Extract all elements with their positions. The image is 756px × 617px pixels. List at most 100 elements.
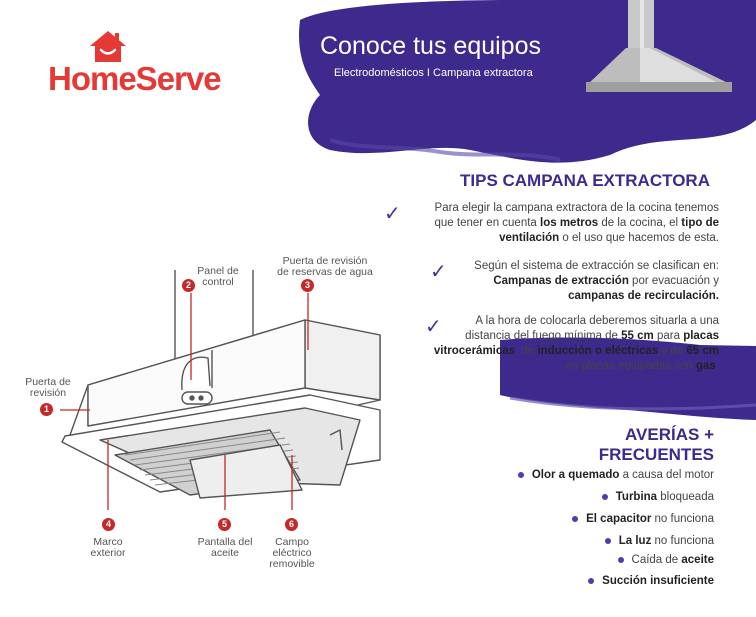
averia-item: El capacitor no funciona: [572, 513, 714, 525]
hood-diagram: [60, 270, 381, 510]
emphasis-text: gas: [695, 360, 716, 372]
body-text: a causa del motor: [619, 469, 714, 481]
label-line: control: [202, 276, 234, 288]
tip-line: A la hora de colocarla deberemos situarl…: [425, 314, 719, 329]
emphasis-text: vitrocerámicas: [433, 345, 516, 357]
label-line: removible: [269, 558, 315, 570]
label-puerta-reservas: Puerta de revisión de reservas de agua: [270, 256, 380, 278]
label-line: Panel de: [197, 265, 239, 277]
body-text: distancia del fuego mínima de: [465, 330, 622, 342]
emphasis-text: inducción o eléctricas: [537, 345, 659, 357]
label-line: de reservas de agua: [277, 266, 373, 278]
page-subtitle: Electrodomésticos I Campana extractora: [334, 67, 533, 79]
callout-6: 6: [285, 518, 298, 531]
bullet-icon: [572, 515, 579, 522]
averia-item: Caída de aceite: [617, 554, 714, 566]
tips-title: TIPS CAMPANA EXTRACTORA: [460, 171, 710, 190]
body-text: por evacuación y: [628, 275, 719, 287]
body-text: en placas equipadas con: [565, 360, 696, 372]
label-panel-control: Panel de control: [188, 266, 248, 288]
check-icon: ✓: [384, 203, 401, 225]
label-puerta-revision: Puerta de revisión: [18, 377, 78, 399]
page-title: Conoce tus equipos: [320, 32, 541, 60]
bullet-icon: [601, 493, 608, 500]
emphasis-text: los metros: [540, 217, 599, 229]
emphasis-text: placas: [683, 330, 719, 342]
averias-title-line1: AVERÍAS +: [625, 425, 714, 444]
body-text: o el uso que hacemos de esta.: [559, 232, 719, 244]
label-line: eléctrico: [272, 547, 312, 559]
brush-middle-streak: [509, 396, 756, 411]
tip-text: A la hora de colocarla deberemos situarl…: [425, 314, 719, 374]
body-text: no funciona: [651, 535, 714, 547]
tip-line: que tener en cuenta los metros de la coc…: [384, 216, 719, 231]
tip-2: ✓ Según el sistema de extracción se clas…: [430, 259, 719, 304]
body-text: A la hora de colocarla deberemos situarl…: [475, 315, 719, 327]
label-pantalla-aceite: Pantalla del aceite: [190, 537, 260, 559]
emphasis-text: La luz: [618, 535, 652, 547]
emphasis-text: Olor a quemado: [531, 469, 620, 481]
label-line: Campo: [275, 536, 309, 548]
averias-title-line2: FRECUENTES: [598, 445, 714, 464]
check-icon: ✓: [430, 261, 447, 283]
emphasis-text: Succión insuficiente: [602, 575, 714, 587]
tip-line: en placas equipadas con gas.: [425, 359, 719, 374]
averia-item: Olor a quemado a causa del motor: [517, 469, 714, 481]
label-line: revisión: [29, 387, 67, 399]
bullet-icon: [617, 556, 624, 563]
averia-item: La luz no funciona: [604, 535, 714, 547]
callout-4: 4: [102, 518, 115, 531]
bullet-icon: [517, 471, 524, 478]
body-text: para: [653, 330, 684, 342]
body-text: Para elegir la campana extractora de la …: [434, 202, 719, 214]
tip-line: ventilación o el uso que hacemos de esta…: [384, 231, 719, 246]
body-text: de la cocina, el: [598, 217, 682, 229]
brush-top-texture: [329, 138, 561, 162]
callout-1: 1: [40, 403, 53, 416]
averias-title: AVERÍAS + FRECUENTES: [599, 425, 714, 465]
emphasis-text: aceite: [681, 554, 714, 566]
tip-text: Para elegir la campana extractora de la …: [384, 201, 719, 246]
label-marco-exterior: Marco exterior: [78, 537, 138, 559]
body-text: y de: [658, 345, 687, 357]
body-text: .: [715, 360, 719, 372]
tip-line: Según el sistema de extracción se clasif…: [430, 259, 719, 274]
emphasis-text: ventilación: [499, 232, 560, 244]
label-campo-electrico: Campo eléctrico removible: [262, 537, 322, 570]
label-line: exterior: [90, 547, 126, 559]
emphasis-text: 65 cm: [686, 345, 719, 357]
body-text: que tener en cuenta: [434, 217, 541, 229]
brush-middle: [500, 337, 756, 420]
body-text: , de: [515, 345, 538, 357]
tip-text: Según el sistema de extracción se clasif…: [430, 259, 719, 304]
tip-3: ✓ A la hora de colocarla deberemos situa…: [425, 314, 719, 374]
tip-line: vitrocerámicas, de inducción o eléctrica…: [425, 344, 719, 359]
body-text: bloqueada: [657, 491, 714, 503]
check-icon: ✓: [425, 316, 442, 338]
label-line: Pantalla del: [197, 536, 253, 548]
emphasis-text: tipo de: [681, 217, 719, 229]
body-text: Según el sistema de extracción se clasif…: [474, 260, 719, 272]
homeserve-logo: HomeServe: [48, 30, 238, 100]
tip-line: Campanas de extracción por evacuación y: [430, 274, 719, 289]
emphasis-text: 55 cm: [621, 330, 654, 342]
hood-photo: [586, 0, 732, 92]
averia-item: Turbina bloqueada: [601, 491, 714, 503]
body-text: Caída de: [631, 554, 682, 566]
house-icon: [90, 31, 126, 62]
body-text: no funciona: [651, 513, 714, 525]
label-line: Puerta de revisión: [282, 255, 368, 267]
emphasis-text: El capacitor: [586, 513, 652, 525]
callout-3: 3: [301, 279, 314, 292]
tip-line: distancia del fuego mínima de 55 cm para…: [425, 329, 719, 344]
bullet-icon: [588, 577, 595, 584]
callout-2: 2: [182, 279, 195, 292]
tip-line: campanas de recirculación.: [430, 289, 719, 304]
tip-line: Para elegir la campana extractora de la …: [384, 201, 719, 216]
bullet-icon: [604, 537, 611, 544]
label-line: Puerta de: [25, 376, 71, 388]
callout-5: 5: [218, 518, 231, 531]
tip-1: ✓ Para elegir la campana extractora de l…: [384, 201, 719, 246]
emphasis-text: Turbina: [615, 491, 658, 503]
